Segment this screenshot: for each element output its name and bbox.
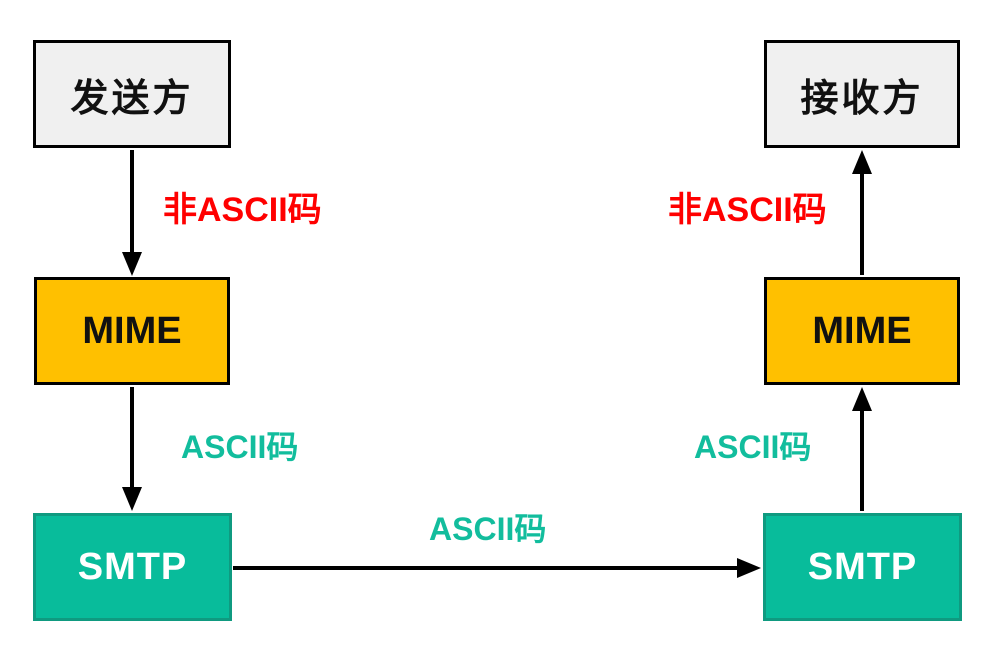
node-sender: 发送方 bbox=[33, 40, 231, 148]
node-smtp-sender-side: SMTP bbox=[33, 513, 232, 621]
node-smtp-receiver-side: SMTP bbox=[763, 513, 962, 621]
arrow-sender-to-mime-left bbox=[122, 150, 142, 276]
node-mime-receiver-side: MIME bbox=[764, 277, 960, 385]
edge-label-ascii-sender: ASCII码 bbox=[181, 429, 299, 465]
edge-label-ascii-receiver: ASCII码 bbox=[694, 429, 812, 465]
arrow-mime-left-to-smtp-left bbox=[122, 387, 142, 511]
node-mime-sender-side: MIME bbox=[34, 277, 230, 385]
edge-label-non-ascii-sender: 非ASCII码 bbox=[163, 191, 322, 229]
edge-label-non-ascii-receiver: 非ASCII码 bbox=[668, 191, 827, 229]
edge-label-ascii-transfer: ASCII码 bbox=[429, 511, 547, 547]
arrow-smtp-right-to-mime-right bbox=[852, 387, 872, 511]
node-receiver: 接收方 bbox=[764, 40, 960, 148]
arrow-smtp-left-to-smtp-right bbox=[233, 558, 761, 578]
arrow-mime-right-to-receiver bbox=[852, 150, 872, 275]
